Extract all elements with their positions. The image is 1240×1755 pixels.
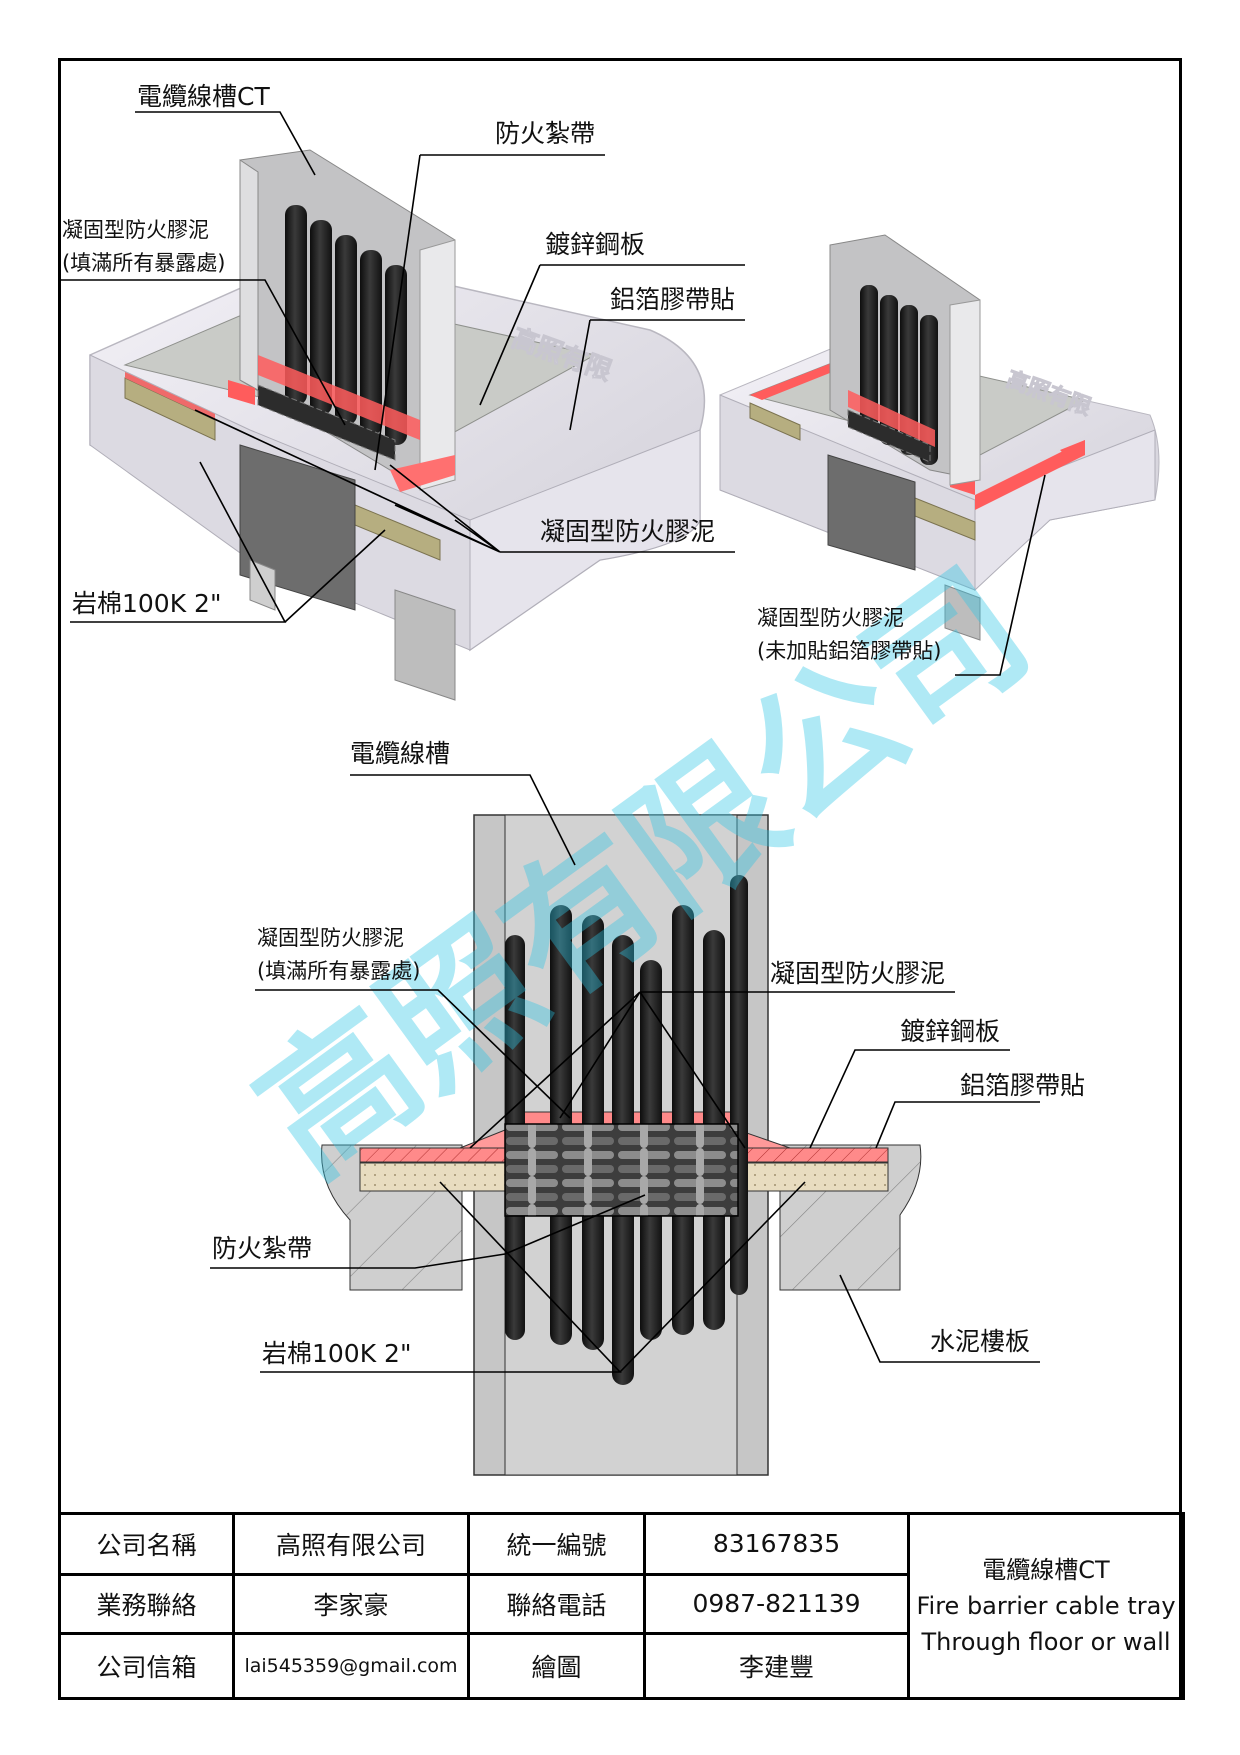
leader-lines bbox=[60, 111, 1046, 1373]
label-putty-fill-2: (填滿所有暴露處) bbox=[62, 251, 225, 275]
drawn-label: 繪圖 bbox=[467, 1631, 646, 1701]
label-putty-fill-1: 凝固型防火膠泥 bbox=[62, 218, 209, 242]
label-ct: 電纜線槽CT bbox=[137, 82, 270, 111]
desc-line-3: Through floor or wall bbox=[921, 1628, 1171, 1656]
desc-line-1: 電纜線槽CT bbox=[982, 1556, 1110, 1584]
company-name: 高照有限公司 bbox=[232, 1512, 470, 1576]
label-section-fire-tape: 防火紮帶 bbox=[212, 1234, 312, 1263]
tax-id-label: 統一編號 bbox=[467, 1512, 646, 1576]
section-view bbox=[321, 814, 922, 1476]
label-section-galv-plate: 鍍鋅鋼板 bbox=[900, 1017, 1000, 1046]
phone: 0987-821139 bbox=[643, 1572, 910, 1635]
drawing-description: 電纜線槽CT Fire barrier cable tray Through f… bbox=[907, 1512, 1185, 1700]
annotation-labels: 電纜線槽CT 防火紮帶 凝固型防火膠泥 (填滿所有暴露處) 鍍鋅鋼板 鋁箔膠帶貼… bbox=[62, 82, 1085, 1368]
label-putty: 凝固型防火膠泥 bbox=[540, 517, 715, 546]
desc-line-2: Fire barrier cable tray bbox=[916, 1592, 1176, 1620]
label-fire-tape: 防火紮帶 bbox=[495, 119, 595, 148]
title-block: 公司名稱 高照有限公司 統一編號 83167835 電纜線槽CT Fire ba… bbox=[58, 1512, 1185, 1701]
label-section-putty-fill-1: 凝固型防火膠泥 bbox=[257, 926, 404, 950]
label-rockwool: 岩棉100K 2" bbox=[72, 589, 221, 618]
email-label: 公司信箱 bbox=[58, 1631, 235, 1701]
label-galv-plate: 鍍鋅鋼板 bbox=[545, 230, 645, 259]
label-alu-tape: 鋁箔膠帶貼 bbox=[610, 285, 735, 314]
drawing-canvas: 高照有限 高照有限 bbox=[60, 82, 1160, 1476]
email: lai545359@gmail.com bbox=[232, 1631, 470, 1701]
label-putty-right-1: 凝固型防火膠泥 bbox=[757, 606, 904, 630]
phone-label: 聯絡電話 bbox=[467, 1572, 646, 1635]
label-putty-right-2: (未加貼鋁箔膠帶貼) bbox=[757, 639, 941, 663]
drawing-frame bbox=[58, 58, 1182, 1700]
drawn-by: 李建豐 bbox=[643, 1631, 910, 1701]
label-section-putty: 凝固型防火膠泥 bbox=[770, 959, 945, 988]
label-section-alu-tape: 鋁箔膠帶貼 bbox=[960, 1071, 1085, 1100]
company-name-label: 公司名稱 bbox=[58, 1512, 235, 1576]
sales-label: 業務聯絡 bbox=[58, 1572, 235, 1635]
iso-view-right: 高照有限 bbox=[719, 234, 1160, 641]
label-tray: 電纜線槽 bbox=[350, 739, 450, 768]
label-section-rockwool: 岩棉100K 2" bbox=[262, 1339, 411, 1368]
sales-contact: 李家豪 bbox=[232, 1572, 470, 1635]
label-section-slab: 水泥樓板 bbox=[930, 1327, 1030, 1356]
label-section-putty-fill-2: (填滿所有暴露處) bbox=[257, 959, 420, 983]
iso-cables-left bbox=[285, 205, 407, 445]
tax-id: 83167835 bbox=[643, 1512, 910, 1576]
